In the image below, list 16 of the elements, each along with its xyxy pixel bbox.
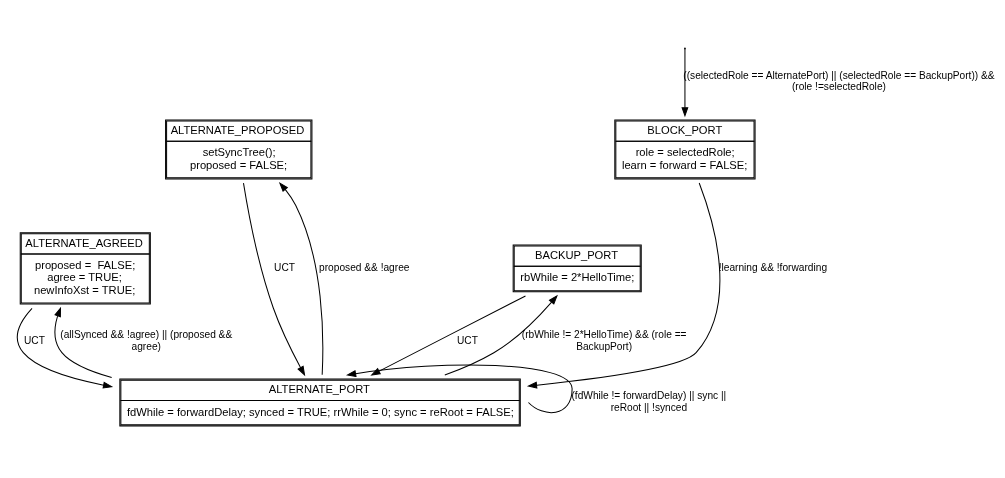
edge-label: proposed && !agree (319, 261, 410, 273)
edge-label: (fdWhile != forwardDelay) || sync || reRoot || !synced (571, 390, 727, 413)
arrow (54, 306, 113, 379)
arrow (278, 182, 324, 376)
arrow (243, 182, 306, 377)
arrow (345, 364, 573, 414)
edge-label: UCT (274, 261, 295, 273)
arrow (370, 295, 526, 376)
arrow (681, 48, 689, 118)
arrow (444, 294, 558, 376)
edge-label: (allSynced && !agree) || (proposed && agree) (60, 329, 233, 352)
arrow (526, 182, 721, 389)
edge-label: UCT (24, 335, 45, 347)
arrow (16, 307, 114, 389)
edge-label: UCT (457, 335, 478, 347)
edge-label: (rbWhile != 2*HelloTime) && (role == BackupPort) (521, 329, 687, 352)
